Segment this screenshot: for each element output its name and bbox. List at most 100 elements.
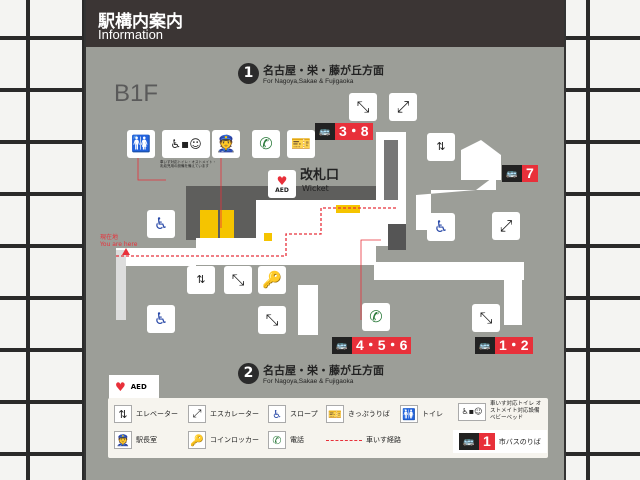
- escalator-icon: ⤢: [188, 405, 206, 423]
- escalator-icon: ⤡: [258, 306, 286, 334]
- escalator-icon: ⤡: [224, 266, 252, 294]
- leader-line: [360, 239, 381, 320]
- north-stairs-steps: [384, 140, 398, 200]
- west-corridor: [116, 248, 196, 266]
- ticket-office: [336, 205, 360, 213]
- legend: ⇅エレベーター ⤢エスカレーター ♿スロープ 🎫きっぷうりば 🚻トイレ ♿▪☺車…: [108, 398, 548, 458]
- station-master-icon: 👮: [114, 431, 132, 449]
- escalator-icon: ⤢: [492, 212, 520, 240]
- east-corridor: [374, 262, 524, 280]
- escalator-icon: ⤡: [472, 304, 500, 332]
- slope-icon: ♿: [268, 405, 286, 423]
- main-concourse: [196, 200, 406, 265]
- legend-label: エスカレーター: [210, 410, 259, 418]
- legend-label: エレベーター: [136, 410, 178, 418]
- bus-stop-number: 3・8: [335, 123, 373, 140]
- aed-icon: ♥: [115, 380, 126, 394]
- bus-stop-number: 4・5・6: [352, 337, 412, 354]
- title-jp: 駅構内案内: [98, 12, 183, 32]
- wheelchair-route-line: [326, 439, 362, 441]
- toilet-icon: 🚻: [127, 130, 155, 158]
- bus-stop-number: 7: [522, 165, 538, 182]
- legend-item: ✆ 電話: [268, 431, 304, 449]
- bus-stop-3-8: 🚌3・8: [315, 123, 373, 140]
- legend-item: 🎫 きっぷうりば: [326, 405, 390, 423]
- wicket-label-en: Wicket: [302, 184, 329, 193]
- escalator-icon: ⤢: [389, 93, 417, 121]
- accessible-toilet-icon: ♿▪☺: [162, 130, 210, 158]
- south-stairs: [298, 285, 318, 335]
- east-stairs: [504, 270, 522, 325]
- bus-stop-sample: 🚌1: [459, 433, 495, 450]
- legend-label: コインロッカー: [210, 436, 259, 444]
- legend-label: 電話: [290, 436, 304, 444]
- elevator-icon: ⇅: [187, 266, 215, 294]
- legend-label: 車いす対応トイレ オストメイト対応設備 ベビーベッド: [490, 401, 542, 421]
- dark-block: [388, 224, 406, 250]
- you-are-here-jp: 現在地: [100, 234, 119, 241]
- floor-plan: [116, 132, 524, 335]
- legend-aed-label: AED: [130, 383, 147, 391]
- aed-label: AED: [275, 186, 289, 194]
- elevator-icon: ⇅: [427, 133, 455, 161]
- slope-icon: ♿: [147, 305, 175, 333]
- ticket-office-icon: 🎫: [326, 405, 344, 423]
- bus-stop-7: 🚌7: [502, 165, 538, 182]
- phone-icon: ✆: [268, 431, 286, 449]
- legend-item: ♿ スロープ: [268, 405, 318, 423]
- legend-label: 駅長室: [136, 436, 157, 444]
- legend-item: ♿▪☺車いす対応トイレ オストメイト対応設備 ベビーベッド: [458, 401, 546, 422]
- bus-icon: 🚌: [475, 337, 495, 354]
- bus-stop-number: 1: [479, 433, 495, 450]
- ticket-office-icon: 🎫: [287, 130, 315, 158]
- title-en: Information: [98, 27, 164, 42]
- aed-icon: ♥AED: [268, 170, 296, 198]
- legend-label: スロープ: [290, 410, 318, 418]
- coin-locker-icon: 🔑: [258, 266, 286, 294]
- bus-icon: 🚌: [315, 123, 335, 140]
- legend-label: トイレ: [422, 410, 443, 418]
- station-master-icon: 👮: [212, 130, 240, 158]
- legend-label: 車いす経路: [366, 436, 401, 444]
- accessible-toilet-icon: ♿▪☺: [458, 402, 486, 421]
- wheelchair-route: [116, 207, 396, 257]
- bus-icon: 🚌: [502, 165, 522, 182]
- floor-label: B1F: [114, 80, 159, 107]
- slope-icon: ♿: [427, 213, 455, 241]
- you-are-here-en: You are here: [100, 241, 138, 248]
- toilet-icon: 🚻: [400, 405, 418, 423]
- leader-line: [137, 156, 166, 181]
- legend-item: 🔑 コインロッカー: [188, 431, 259, 449]
- wicket-label-jp: 改札口: [300, 168, 340, 183]
- bus-stop-4-5-6: 🚌4・5・6: [332, 337, 412, 354]
- east-stair-hall: [461, 140, 501, 180]
- direction-en: For Nagoya,Sakae & Fujigaoka: [263, 78, 354, 85]
- east-concourse: [416, 175, 496, 230]
- elevator-box: [264, 233, 272, 241]
- legend-label: 市バスのりば: [498, 437, 541, 446]
- slope-icon: ♿: [147, 210, 175, 238]
- accessible-toilet-note: 車いす対応トイレ・オストメイト・乳幼児用の設備を備えています: [160, 160, 216, 168]
- elevator-icon: ⇅: [114, 405, 132, 423]
- bus-icon: 🚌: [459, 433, 479, 450]
- you-are-here-marker: [122, 248, 130, 255]
- legend-item: ⇅ エレベーター: [114, 405, 178, 423]
- legend-label: きっぷうりば: [348, 410, 390, 418]
- legend-item: 👮 駅長室: [114, 431, 157, 449]
- legend-aed: ♥ AED: [109, 375, 159, 399]
- bus-icon: 🚌: [332, 337, 352, 354]
- header: 駅構内案内 Information: [86, 0, 564, 47]
- direction-jp: 名古屋・栄・藤が丘方面: [263, 64, 384, 77]
- west-stairs: [116, 250, 126, 320]
- toilet-area: [200, 210, 218, 238]
- phone-icon: ✆: [362, 303, 390, 331]
- legend-item: 🚻 トイレ: [400, 405, 443, 423]
- direction-en: For Nagoya,Sakae & Fujigaoka: [263, 378, 354, 385]
- escalator-icon: ⤡: [349, 93, 377, 121]
- coin-locker-icon: 🔑: [188, 431, 206, 449]
